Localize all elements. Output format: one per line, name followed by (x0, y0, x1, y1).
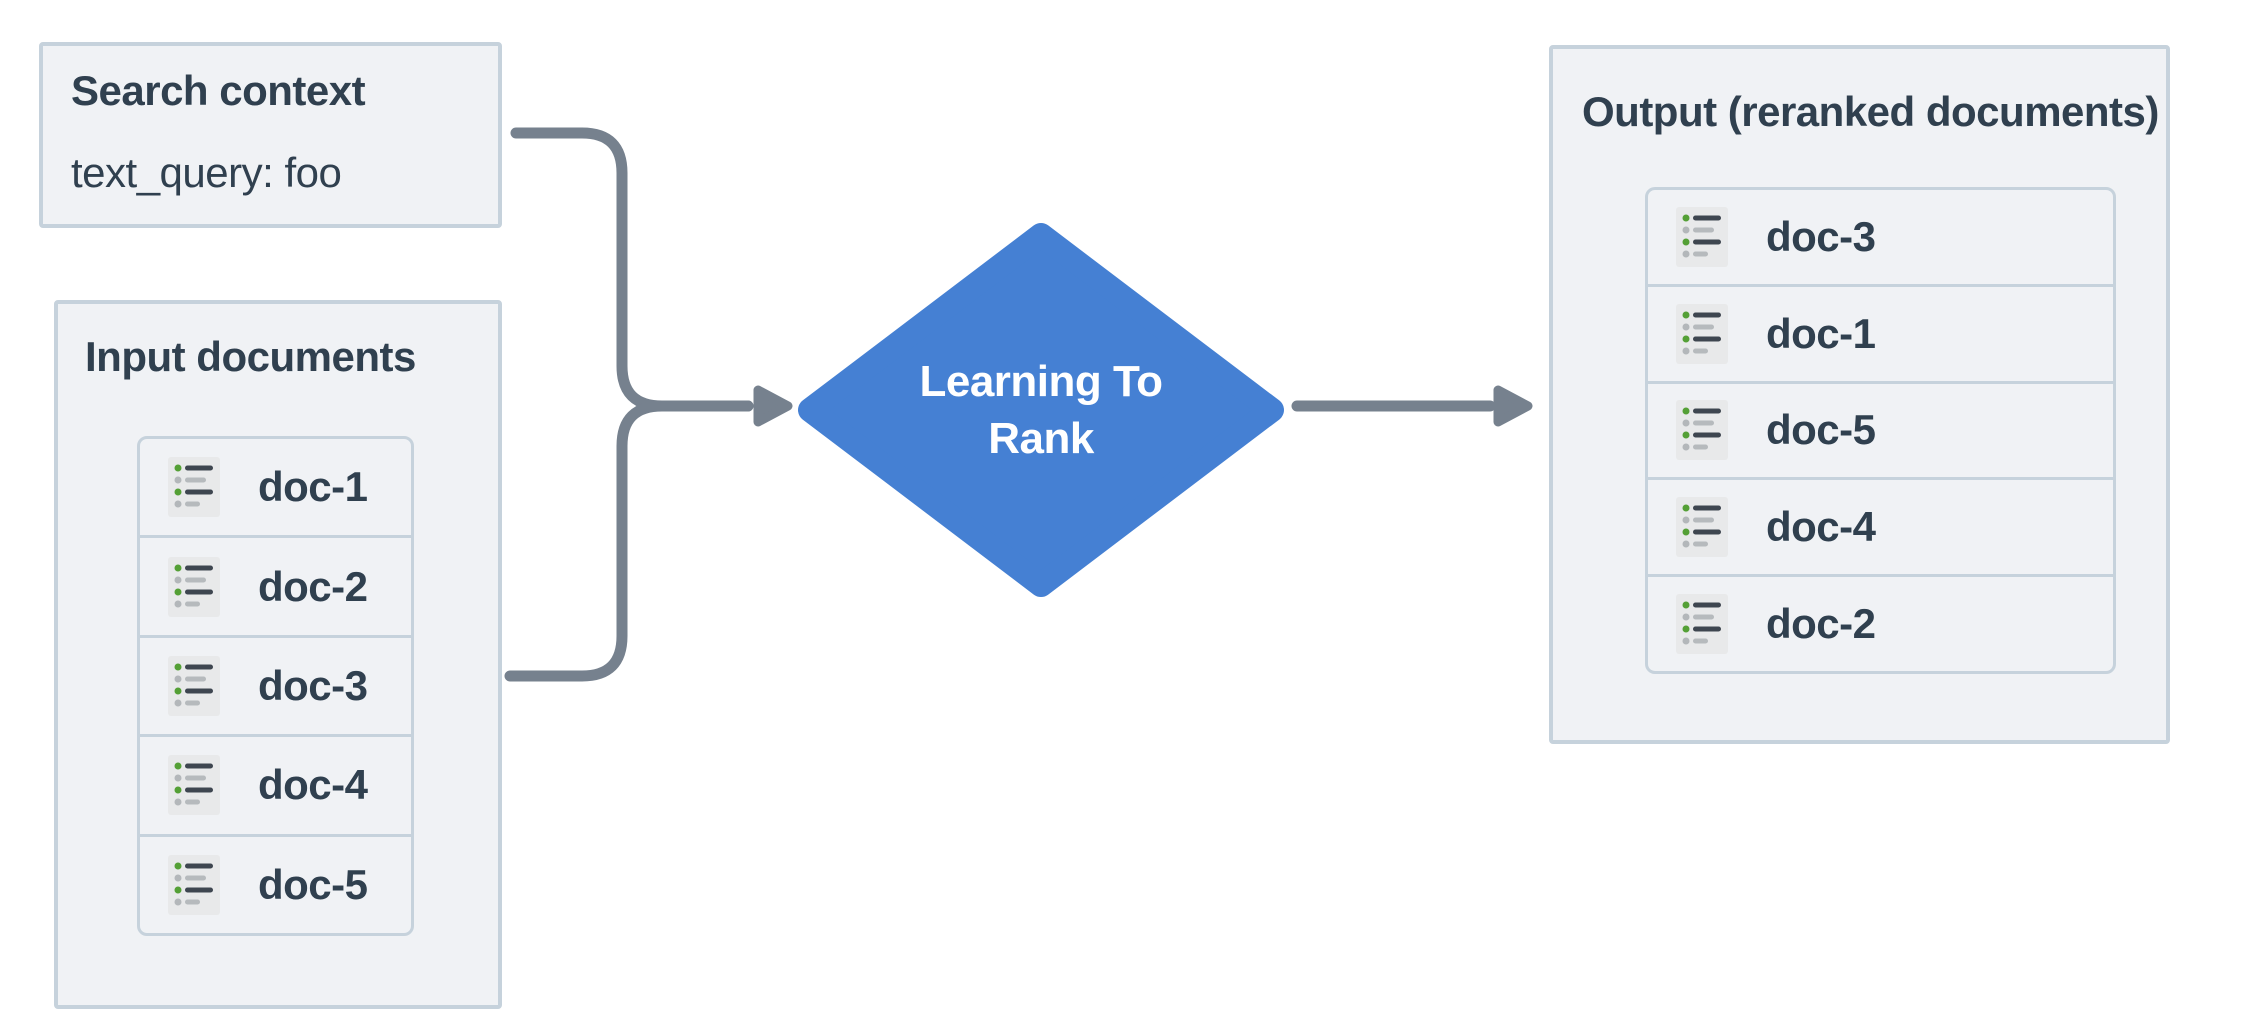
document-row: doc-3 (140, 634, 411, 734)
document-label: doc-3 (258, 662, 368, 710)
document-list-icon (1676, 303, 1728, 364)
input-documents-list: doc-1 doc-2 doc-3 (137, 436, 414, 936)
document-list-icon (168, 556, 220, 617)
document-list-icon (168, 755, 220, 816)
document-label: doc-5 (258, 860, 368, 908)
document-label: doc-1 (1766, 309, 1876, 357)
output-documents-box: Output (reranked documents) doc-3 (1549, 45, 2170, 744)
document-label: doc-2 (258, 562, 368, 610)
document-list-icon (168, 656, 220, 717)
connector-from-input-documents (504, 400, 754, 682)
arrowhead-into-diamond (753, 385, 793, 427)
input-documents-box: Input documents doc-1 doc-2 (54, 300, 502, 1009)
document-list-icon (1676, 400, 1728, 461)
document-row: doc-5 (140, 833, 411, 933)
arrowhead-into-output (1493, 385, 1533, 427)
document-label: doc-4 (258, 761, 368, 809)
search-context-box: Search context text_query: foo (39, 42, 502, 228)
document-list-icon (1676, 497, 1728, 558)
document-label: doc-5 (1766, 406, 1876, 454)
document-row: doc-5 (1648, 380, 2113, 478)
search-context-query: text_query: foo (71, 149, 342, 196)
learning-to-rank-label-line2: Rank (988, 414, 1094, 463)
document-list-icon (168, 854, 220, 915)
output-documents-list: doc-3 doc-1 doc-5 (1645, 187, 2116, 674)
document-row: doc-1 (1648, 283, 2113, 381)
document-label: doc-4 (1766, 503, 1876, 551)
document-row: doc-4 (1648, 477, 2113, 574)
document-label: doc-1 (258, 463, 368, 511)
search-context-title: Search context (71, 67, 366, 114)
document-row: doc-1 (140, 439, 411, 535)
learning-to-rank-label-line1: Learning To (919, 357, 1163, 406)
connector-from-search-context (510, 127, 754, 412)
input-documents-title: Input documents (85, 333, 416, 380)
document-row: doc-2 (140, 535, 411, 634)
document-label: doc-3 (1766, 212, 1876, 260)
document-list-icon (1676, 206, 1728, 267)
output-documents-title: Output (reranked documents) (1582, 88, 2159, 135)
learning-to-rank-label: Learning To Rank (741, 353, 1341, 467)
document-row: doc-3 (1648, 190, 2113, 284)
document-list-icon (1676, 594, 1728, 655)
document-row: doc-2 (1648, 574, 2113, 671)
learning-to-rank-node (798, 223, 1284, 597)
document-list-icon (168, 457, 220, 518)
document-row: doc-4 (140, 734, 411, 833)
document-label: doc-2 (1766, 600, 1876, 648)
